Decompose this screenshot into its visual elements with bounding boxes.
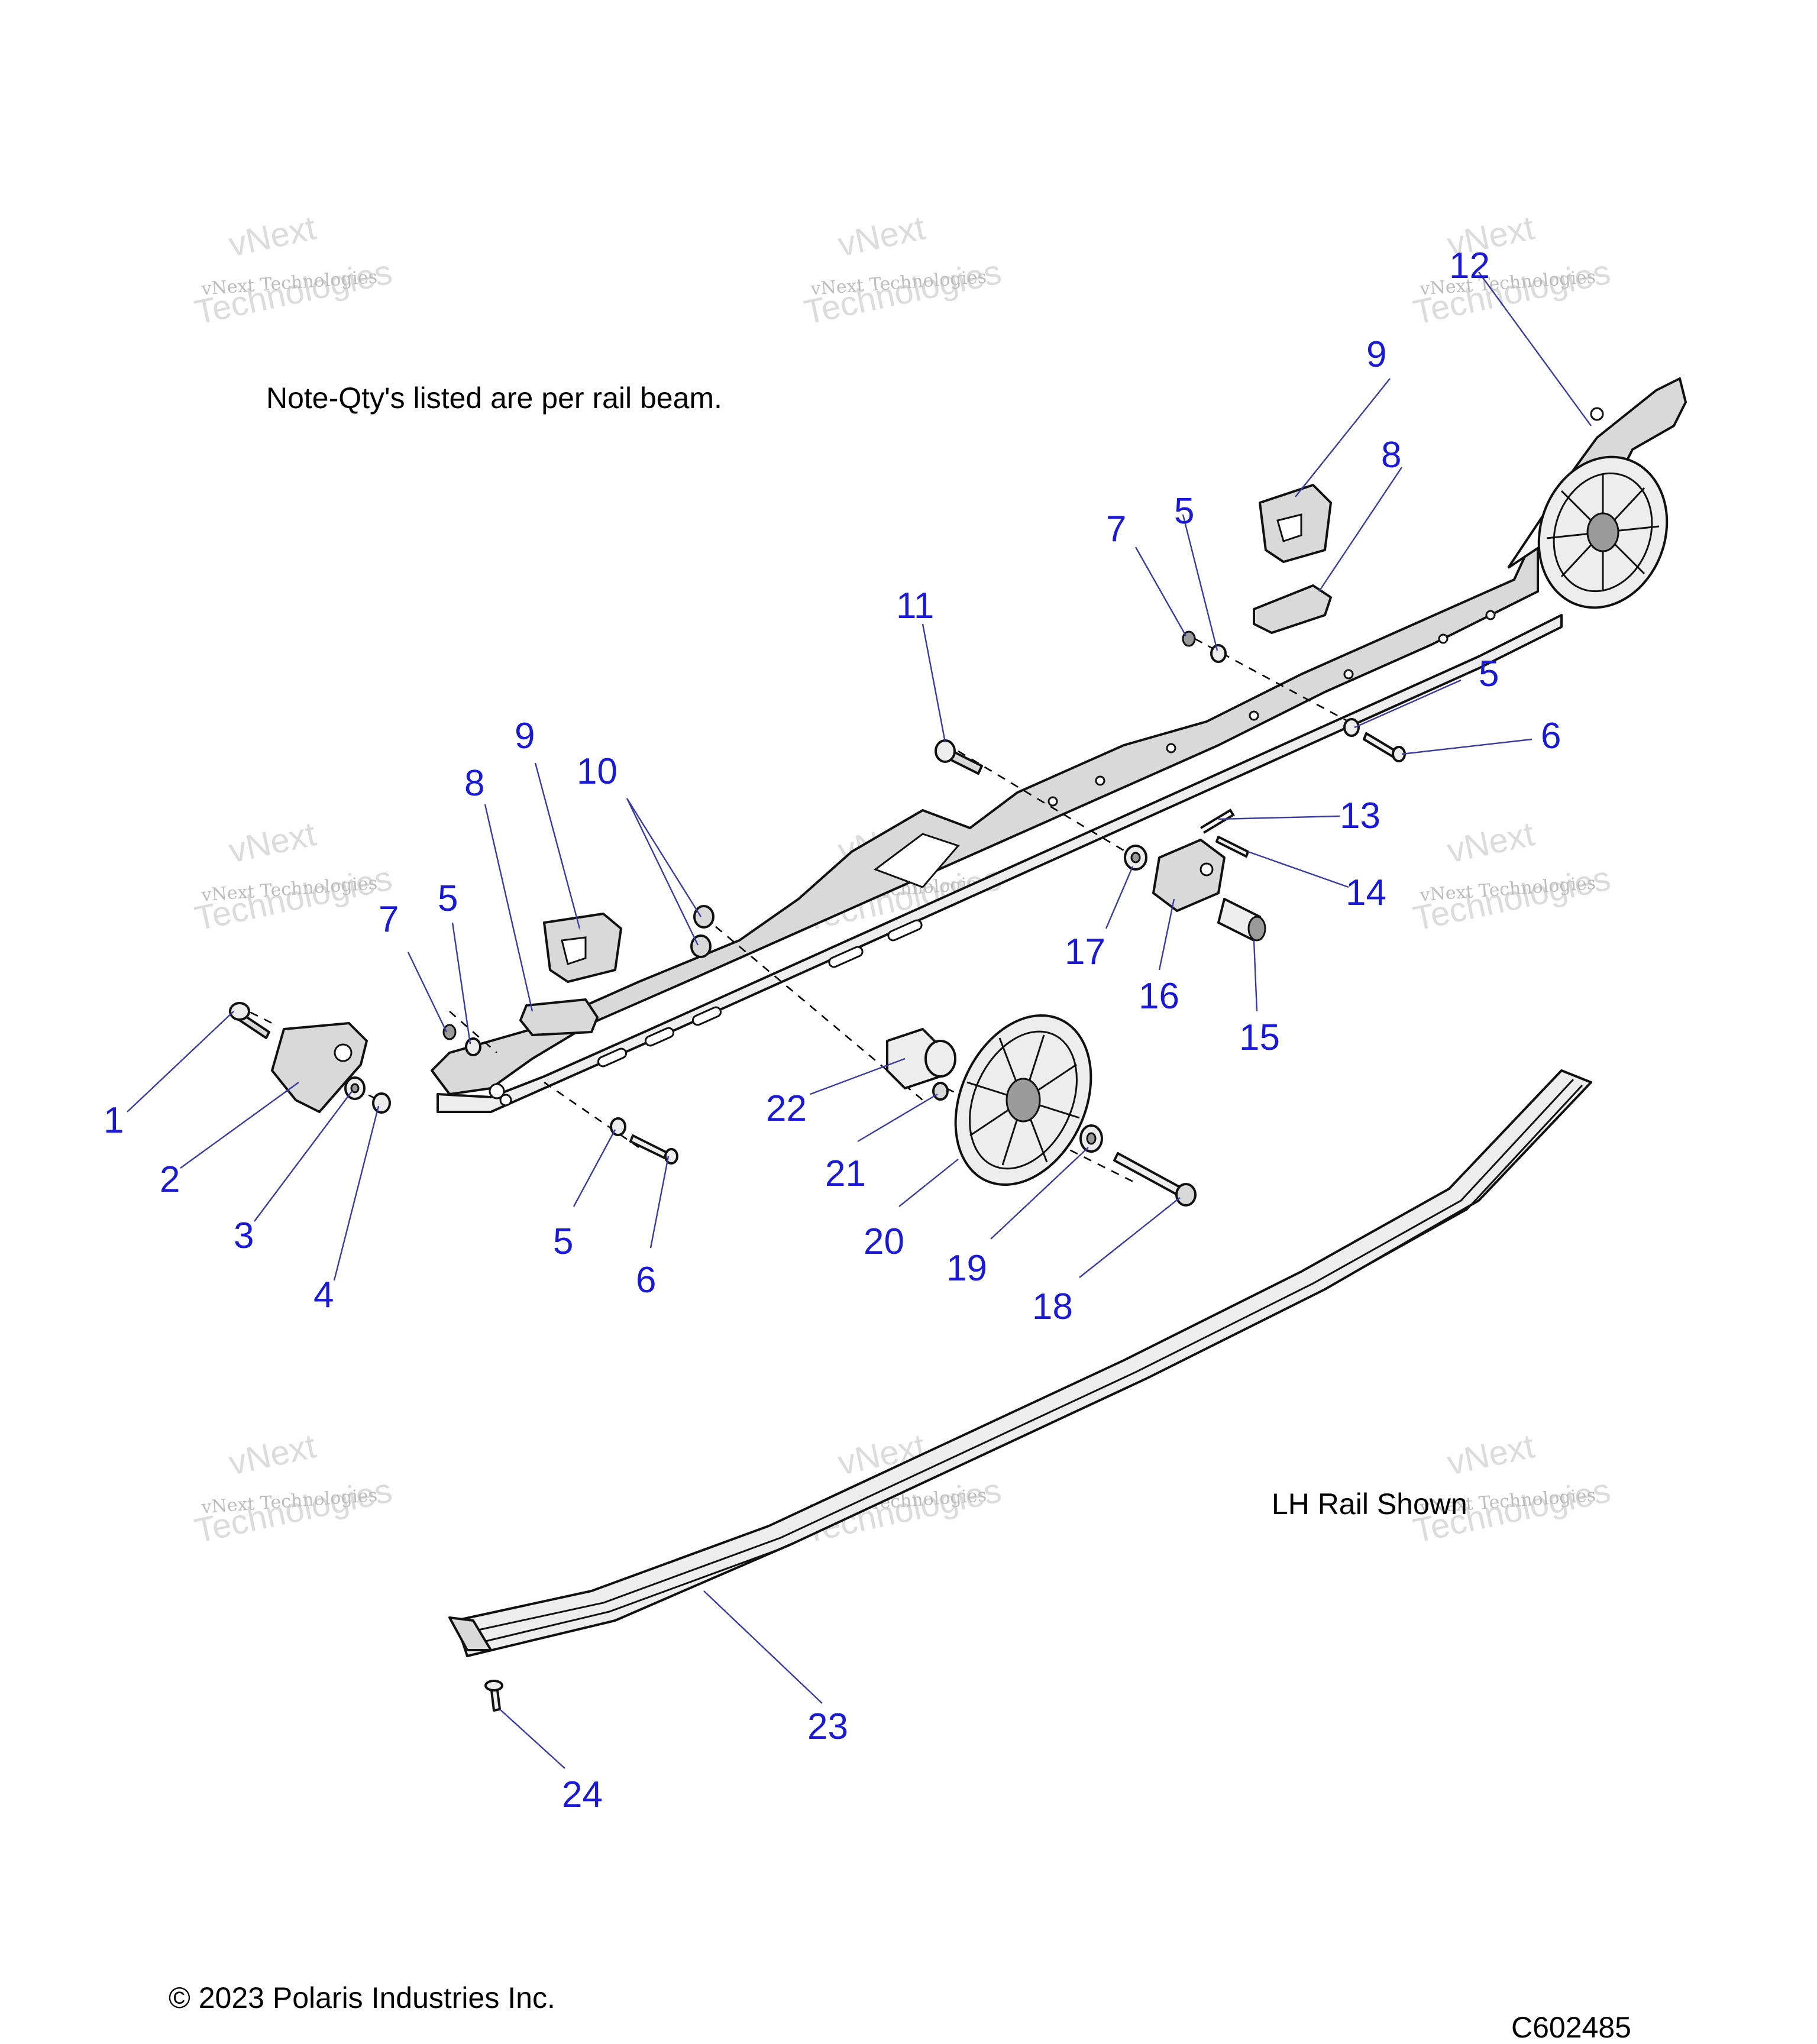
part-8-spacer-upper [1253, 584, 1332, 634]
svg-text:vNext: vNext [1444, 1427, 1538, 1482]
watermark-mid-left: vNext Technologies vNext Technologies [192, 814, 396, 938]
callout-5-lower: 5 [553, 1221, 573, 1262]
callout-11: 11 [896, 586, 934, 626]
part-24-screw [484, 1680, 503, 1712]
callout-21: 21 [825, 1153, 866, 1194]
figure-id: C602485 [1511, 2011, 1631, 2044]
rail-beam [431, 377, 1687, 1113]
svg-text:vNext: vNext [225, 208, 319, 264]
part-13-cotter-pin [1200, 808, 1235, 834]
callout-7-upper: 7 [1106, 509, 1126, 549]
part-10-nut-upper [693, 905, 714, 929]
watermark-top-right: vNext Technologies vNext Technologies [1410, 208, 1614, 332]
callout-1: 1 [104, 1100, 124, 1141]
callout-5-front: 5 [438, 878, 458, 919]
part-9-block-front [543, 913, 622, 983]
part-20-wheel [954, 1014, 1092, 1186]
watermark-bottom-right: vNext Technologies vNext Technologies [1410, 1427, 1614, 1550]
svg-text:vNext: vNext [225, 814, 319, 870]
callout-5-upper: 5 [1174, 491, 1194, 532]
callout-15: 15 [1239, 1017, 1280, 1058]
part-17-washer [1124, 845, 1147, 871]
callout-24: 24 [562, 1774, 603, 1815]
watermark-bottom-left: vNext Technologies vNext Technologies [192, 1427, 396, 1550]
watermark-top-left: vNext Technologies vNext Technologies [192, 208, 396, 332]
callout-6-lower: 6 [636, 1260, 656, 1301]
qty-note: Note-Qty's listed are per rail beam. [266, 381, 722, 415]
callout-13: 13 [1340, 795, 1380, 836]
part-8-spacer-front [519, 998, 599, 1036]
part-6-bolt-right [1363, 732, 1406, 762]
rail-slots [597, 833, 960, 1068]
part-21-nut [932, 1082, 949, 1101]
part-1-bolt [229, 1002, 270, 1039]
part-5-washer-right [1343, 718, 1360, 737]
part-15-bushing [1217, 898, 1266, 942]
callouts: 1 2 3 4 5 5 5 5 6 6 7 7 8 8 9 9 10 11 12… [104, 245, 1561, 1815]
svg-text:vNext: vNext [225, 1427, 319, 1482]
callout-2: 2 [160, 1159, 180, 1200]
callout-4: 4 [313, 1275, 334, 1315]
slide-rail [448, 1069, 1592, 1657]
rear-idler-wheel [1537, 455, 1669, 609]
leader-lines [127, 271, 1592, 1769]
callout-23: 23 [807, 1706, 848, 1747]
svg-text:vNext: vNext [835, 208, 929, 264]
part-14-pin [1215, 836, 1249, 858]
callout-6-right: 6 [1541, 716, 1561, 756]
part-5-washer-front [465, 1037, 481, 1056]
watermark-top-center: vNext Technologies vNext Technologies [801, 208, 1005, 332]
part-16-cam [1152, 839, 1226, 912]
callout-3: 3 [234, 1215, 254, 1256]
callout-18: 18 [1032, 1286, 1073, 1327]
part-4-nut [372, 1092, 391, 1114]
callout-10: 10 [577, 751, 617, 792]
callout-8-upper: 8 [1381, 435, 1401, 476]
callout-17: 17 [1065, 932, 1105, 972]
part-22-axle-housing [886, 1028, 956, 1089]
part-11-bolt [935, 739, 983, 775]
callout-16: 16 [1139, 976, 1179, 1017]
callout-14: 14 [1346, 872, 1386, 913]
callout-8-front: 8 [464, 763, 484, 804]
svg-text:vNext: vNext [1444, 814, 1538, 870]
callout-12: 12 [1449, 245, 1490, 286]
callout-9-front: 9 [515, 716, 535, 756]
part-7-nut-front [442, 1024, 457, 1040]
callout-20: 20 [864, 1221, 904, 1262]
part-18-bolt [1113, 1152, 1197, 1207]
rail-holes [489, 407, 1604, 1107]
callout-22: 22 [766, 1088, 807, 1129]
part-19-washer [1079, 1124, 1103, 1153]
callout-7-front: 7 [379, 899, 399, 940]
part-9-block-upper [1259, 484, 1332, 563]
watermark-mid-right: vNext Technologies vNext Technologies [1410, 814, 1614, 938]
copyright: © 2023 Polaris Industries Inc. [169, 1981, 555, 2014]
callout-9-upper: 9 [1366, 334, 1386, 375]
view-label: LH Rail Shown [1272, 1487, 1467, 1521]
callout-5-right: 5 [1479, 654, 1499, 694]
part-2-bracket [271, 1022, 368, 1113]
part-6-bolt-lower [629, 1134, 678, 1165]
callout-19: 19 [946, 1248, 987, 1289]
part-5-washer-upper [1210, 644, 1227, 663]
